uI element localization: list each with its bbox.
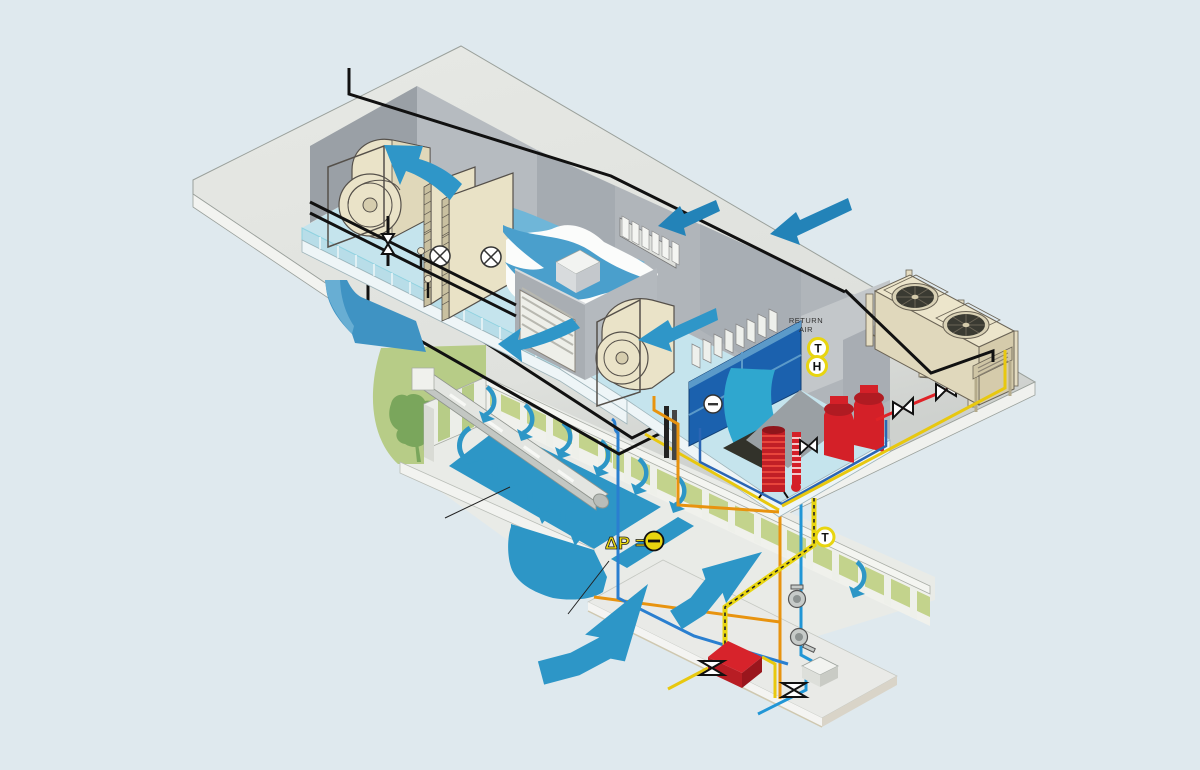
- svg-text:T: T: [821, 531, 829, 545]
- svg-text:H: H: [813, 360, 822, 374]
- svg-text:RETURN: RETURN: [789, 316, 823, 325]
- svg-text:ΔP =: ΔP =: [605, 533, 646, 553]
- svg-text:T: T: [814, 342, 822, 356]
- svg-text:AIR: AIR: [799, 325, 813, 334]
